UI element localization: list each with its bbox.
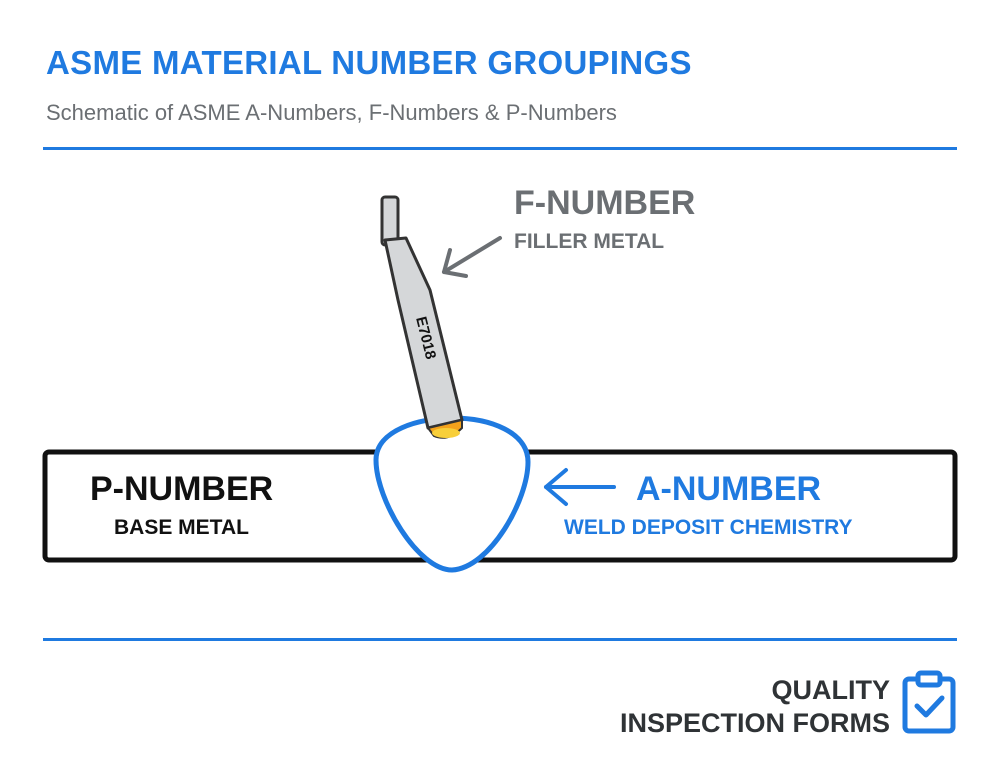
a-number-title: A-NUMBER xyxy=(636,470,821,508)
brand-line-2: INSPECTION FORMS xyxy=(619,708,890,738)
a-number-arrow-icon xyxy=(544,468,616,506)
top-divider xyxy=(43,147,957,150)
clipboard-check-icon xyxy=(902,670,956,734)
p-number-title: P-NUMBER xyxy=(90,470,273,508)
p-number-subtitle: BASE METAL xyxy=(114,516,249,539)
weld-diagram: E7018 F-NUMBER FILLER METAL P-NUMBER BAS… xyxy=(42,184,958,573)
brand-logo-text: QUALITY INSPECTION FORMS xyxy=(620,674,890,740)
a-number-subtitle: WELD DEPOSIT CHEMISTRY xyxy=(564,516,853,539)
f-number-title: F-NUMBER xyxy=(514,184,695,222)
page-subtitle: Schematic of ASME A-Numbers, F-Numbers &… xyxy=(46,100,617,125)
bottom-divider xyxy=(43,638,957,641)
electrode-icon: E7018 xyxy=(380,195,464,439)
f-number-arrow-icon xyxy=(442,236,502,278)
brand-line-1: QUALITY xyxy=(771,675,891,705)
page-title: ASME MATERIAL NUMBER GROUPINGS xyxy=(46,44,692,81)
f-number-subtitle: FILLER METAL xyxy=(514,230,664,253)
